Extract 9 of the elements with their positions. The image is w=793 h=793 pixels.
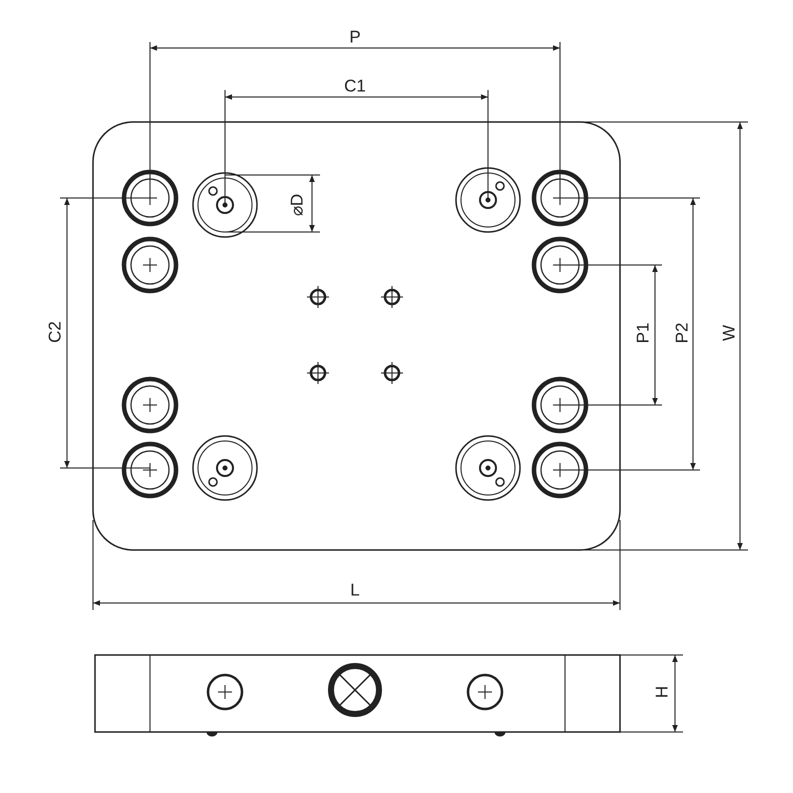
dimension-label: ⌀D: [288, 194, 306, 216]
dimension-label: P2: [674, 322, 690, 344]
dimension-label: W: [720, 324, 738, 342]
dimension-label: H: [654, 686, 670, 698]
dimension-label: C1: [344, 78, 366, 94]
dimension-label: P1: [634, 322, 652, 344]
dimension-label: P: [349, 28, 361, 46]
dimension-label: C2: [46, 321, 64, 343]
dimension-label: L: [350, 582, 360, 598]
